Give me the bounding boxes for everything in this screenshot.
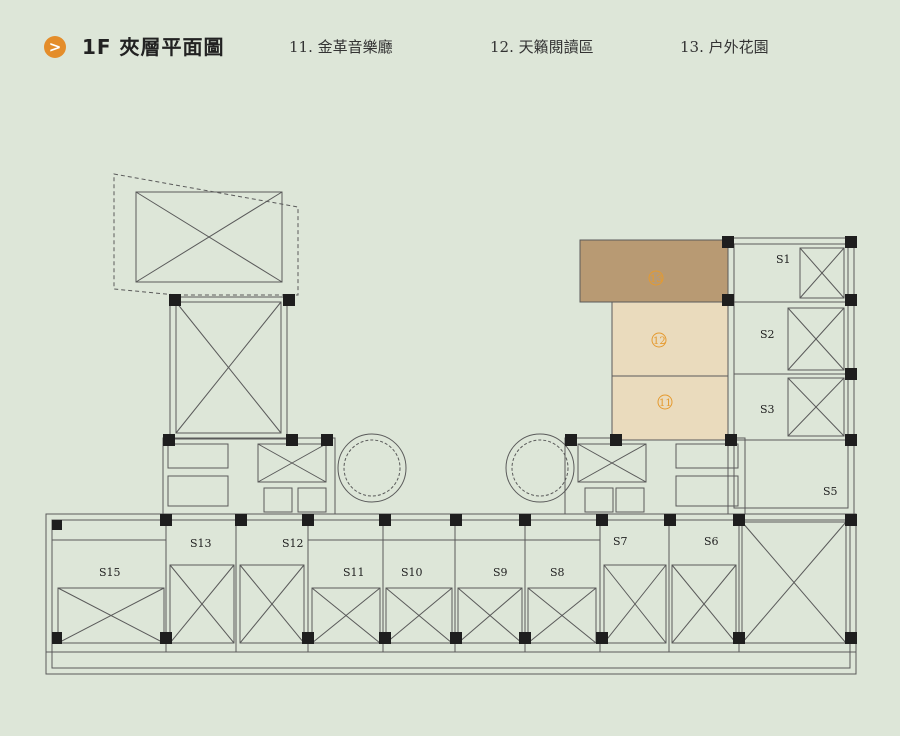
unit-label-s15: S15 bbox=[99, 566, 121, 579]
legend-item-11: 11. 金革音樂廳 bbox=[289, 38, 393, 56]
unit-labels: S1 S2 S3 S5 S6 S7 S8 S9 S10 S11 S12 S13 … bbox=[99, 253, 838, 579]
unit-label-s3: S3 bbox=[760, 403, 775, 416]
core-left bbox=[162, 433, 407, 515]
right-tower bbox=[727, 237, 855, 515]
marker-12-label: 12 bbox=[653, 336, 666, 347]
marker-11-label: 11 bbox=[659, 398, 672, 409]
unit-label-s12: S12 bbox=[282, 537, 304, 550]
core-right bbox=[505, 433, 746, 515]
legend-item-13: 13. 户外花園 bbox=[680, 38, 769, 56]
header: > 1F 夾層平面圖 11. 金革音樂廳 12. 天籟閱讀區 13. 户外花園 bbox=[0, 0, 900, 70]
unit-label-s13: S13 bbox=[190, 537, 212, 550]
columns bbox=[52, 236, 857, 644]
unit-label-s7: S7 bbox=[613, 535, 628, 548]
unit-label-s1: S1 bbox=[776, 253, 791, 266]
unit-label-s6: S6 bbox=[704, 535, 719, 548]
page-title: 1F 夾層平面圖 bbox=[82, 35, 225, 59]
marker-12 bbox=[651, 332, 667, 348]
unit-label-s11: S11 bbox=[343, 566, 365, 579]
unit-cells bbox=[57, 521, 847, 644]
marker-11 bbox=[657, 394, 673, 410]
bottom-wing bbox=[45, 513, 857, 675]
unit-label-s9: S9 bbox=[493, 566, 508, 579]
unit-label-s8: S8 bbox=[550, 566, 565, 579]
void-area bbox=[113, 173, 299, 296]
arrow-icon: > bbox=[44, 36, 66, 58]
legend-item-12: 12. 天籟閱讀區 bbox=[490, 38, 594, 56]
unit-label-s10: S10 bbox=[401, 566, 423, 579]
amenity-markers: 13 12 11 bbox=[648, 270, 673, 410]
unit-label-s5: S5 bbox=[823, 485, 838, 498]
marker-13-label: 13 bbox=[650, 274, 663, 285]
unit-partitions bbox=[52, 520, 740, 652]
unit-label-s2: S2 bbox=[760, 328, 775, 341]
marker-13 bbox=[648, 270, 664, 286]
tower-shaft-left bbox=[169, 296, 288, 440]
